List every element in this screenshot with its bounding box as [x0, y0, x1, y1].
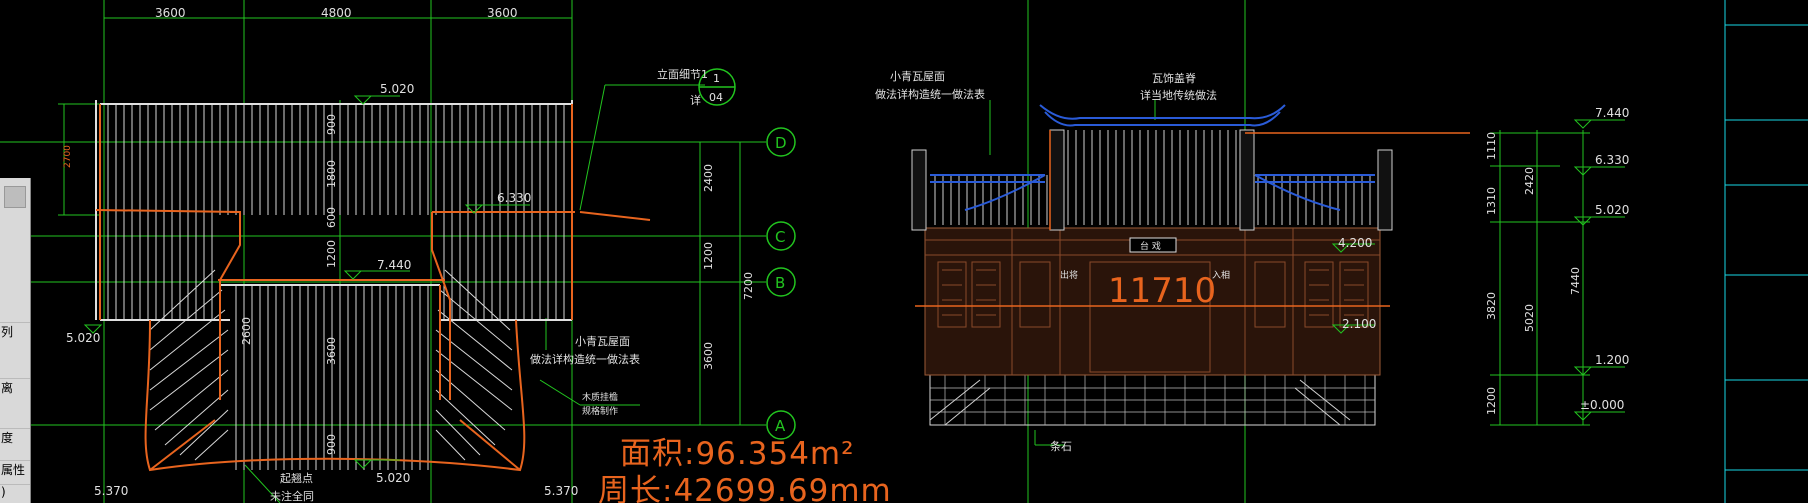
axis-B: B	[775, 274, 785, 292]
dim-inner-2: 1800	[325, 160, 338, 188]
note-wood-1: 木质挂檐	[582, 391, 618, 403]
elev-note-roof-1: 小青瓦屋面	[890, 70, 945, 83]
plan-roof-hatch	[99, 104, 565, 470]
note-roof-1: 小青瓦屋面	[575, 335, 630, 348]
plan-highlight-outline	[95, 104, 651, 472]
dim-a-4: 1200	[1485, 387, 1498, 415]
elev-right-plaque: 入相	[1212, 269, 1230, 281]
dim-right-1: 2400	[702, 164, 715, 192]
right-panel-lines	[1724, 0, 1808, 503]
dim-a-1: 1110	[1485, 132, 1498, 160]
dim-b-2: 5020	[1523, 304, 1536, 332]
dim-top-2: 4800	[321, 6, 352, 20]
elev-bottom: 5.020	[376, 471, 410, 485]
dim-overall-elev: 7440	[1569, 267, 1582, 295]
plan-texts: 3600 4800 3600 2700 5.020 6.330 7.440 5.…	[63, 6, 755, 498]
level-5020: 5.020	[1595, 203, 1629, 217]
dim-inner-6: 3600	[325, 337, 338, 365]
elev-corner-left: 5.370	[94, 484, 128, 498]
elev-building	[924, 227, 1381, 426]
dim-a-3: 3820	[1485, 292, 1498, 320]
level-7440: 7.440	[1595, 106, 1629, 120]
elev-note-base: 条石	[1050, 439, 1072, 453]
dim-top-3: 3600	[487, 6, 518, 20]
elev-level-markers	[1331, 119, 1625, 421]
dim-left: 2700	[63, 145, 73, 168]
elev-left-plaque: 出将	[1060, 269, 1078, 281]
callout-detail-prefix: 详	[690, 93, 701, 107]
elev-left: 5.020	[66, 331, 100, 345]
dim-a-2: 1310	[1485, 187, 1498, 215]
dim-inner-1: 900	[325, 114, 338, 135]
elev-roof	[911, 104, 1393, 231]
note-start-1: 起翘点	[280, 472, 313, 485]
level-0: ±0.000	[1580, 398, 1624, 412]
dim-right-3: 3600	[702, 342, 715, 370]
prop-row-4[interactable]: 属性	[0, 460, 30, 478]
dim-right-2: 1200	[702, 242, 715, 270]
elev-corner-right: 5.370	[544, 484, 578, 498]
note-wood-2: 规格制作	[582, 405, 618, 417]
dim-inner-4: 1200	[325, 240, 338, 268]
callout-detail-page: 04	[709, 91, 723, 104]
level-1200: 1.200	[1595, 353, 1629, 367]
axis-D: D	[775, 134, 787, 152]
axis-A: A	[775, 417, 786, 435]
level-2100: 2.100	[1342, 317, 1376, 331]
properties-panel[interactable]: 列 离 度 属性 )	[0, 178, 31, 503]
callout-detail-num: 1	[713, 72, 720, 85]
elev-texts: 小青瓦屋面 做法详构造统一做法表 瓦饰盖脊 详当地传统做法 台 戏 出将 入相 …	[875, 70, 1629, 453]
elev-ridge: 7.440	[377, 258, 411, 272]
prop-row-2[interactable]: 离	[0, 378, 30, 396]
dim-inner-7: 900	[325, 434, 338, 455]
area-readout: 面积:96.354m²	[620, 436, 855, 472]
plan-elev-markers	[83, 95, 530, 469]
elev-plaque: 台 戏	[1140, 240, 1161, 252]
elev-top: 5.020	[380, 82, 414, 96]
plan-axis-bubbles	[698, 68, 796, 440]
perimeter-readout: 周长:42699.69mm	[598, 473, 892, 503]
note-start-2: 未注全同	[270, 489, 314, 503]
panel-close-icon[interactable]	[4, 186, 26, 208]
prop-row-5[interactable]: )	[0, 484, 30, 499]
elev-mid-right: 6.330	[497, 191, 531, 205]
elev-highlight-lines	[915, 130, 1470, 307]
level-4200: 4.200	[1338, 236, 1372, 250]
dim-b-1: 2420	[1523, 167, 1536, 195]
callout-title: 立面细节1	[657, 67, 708, 81]
axis-C: C	[775, 228, 785, 246]
plan-axis-labels: D C B A	[775, 134, 787, 435]
prop-row-1[interactable]: 列	[0, 322, 30, 340]
note-roof-2: 做法详构造统一做法表	[530, 352, 640, 366]
dim-top-1: 3600	[155, 6, 186, 20]
dim-overall: 7200	[742, 272, 755, 300]
elev-note-ridge-1: 瓦饰盖脊	[1152, 71, 1196, 85]
dim-inner-5: 2600	[240, 317, 253, 345]
plan-notes: 立面细节1 1 04 详 小青瓦屋面 做法详构造统一做法表 木质挂檐 规格制作 …	[270, 67, 723, 503]
elev-note-ridge-2: 详当地传统做法	[1140, 88, 1217, 102]
dim-inner-3: 600	[325, 207, 338, 228]
elev-note-roof-2: 做法详构造统一做法表	[875, 87, 985, 101]
elev-highlight-value: 11710	[1108, 271, 1216, 311]
level-6330: 6.330	[1595, 153, 1629, 167]
prop-row-3[interactable]: 度	[0, 428, 30, 446]
